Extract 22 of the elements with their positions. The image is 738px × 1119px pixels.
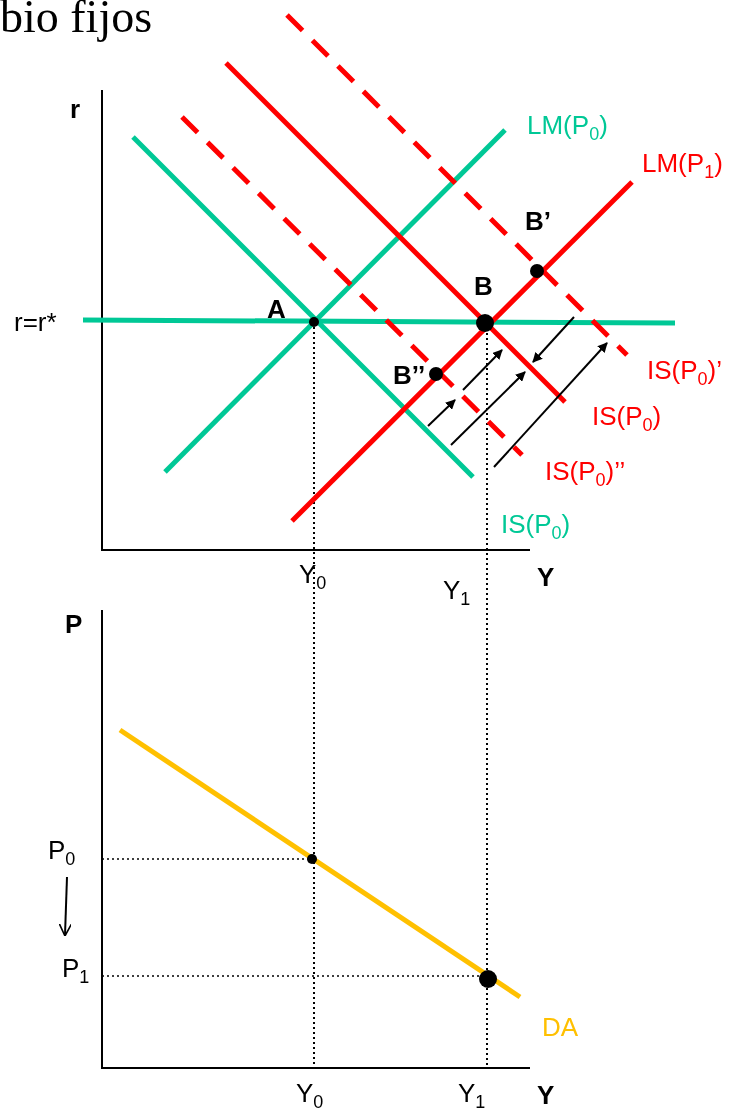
axis-label: P	[65, 611, 83, 637]
axis-label: Y$_{0}$	[296, 1080, 324, 1112]
curve-label: IS(P$_{0}$)’	[647, 357, 723, 389]
curve-label: LM(P$_{0}$)	[527, 112, 608, 144]
point-label: B	[474, 273, 493, 299]
axis-label: P$_{0}$	[48, 837, 76, 869]
curve-label: DA	[542, 1014, 579, 1040]
axis-label: Y	[537, 564, 555, 590]
axis-label: Y$_{1}$	[458, 1080, 486, 1112]
axis-label: r	[70, 96, 81, 122]
curve-label: LM(P$_{1}$)	[642, 150, 723, 182]
axis-label: Y$_{0}$	[299, 561, 327, 593]
point-label: B’	[525, 208, 551, 234]
point-label: A	[267, 296, 286, 322]
axis-label: Y	[537, 1082, 555, 1108]
curve-label: IS(P$_{0}$)	[501, 511, 571, 543]
axis-label: P$_{1}$	[62, 955, 90, 987]
curve-label: IS(P$_{0}$)’’	[545, 458, 626, 490]
point-label: B’’	[393, 362, 426, 388]
curve-label: IS(P$_{0}$)	[592, 403, 662, 435]
axis-label: Y$_{1}$	[443, 577, 471, 609]
axis-label: r=r*	[14, 309, 57, 335]
